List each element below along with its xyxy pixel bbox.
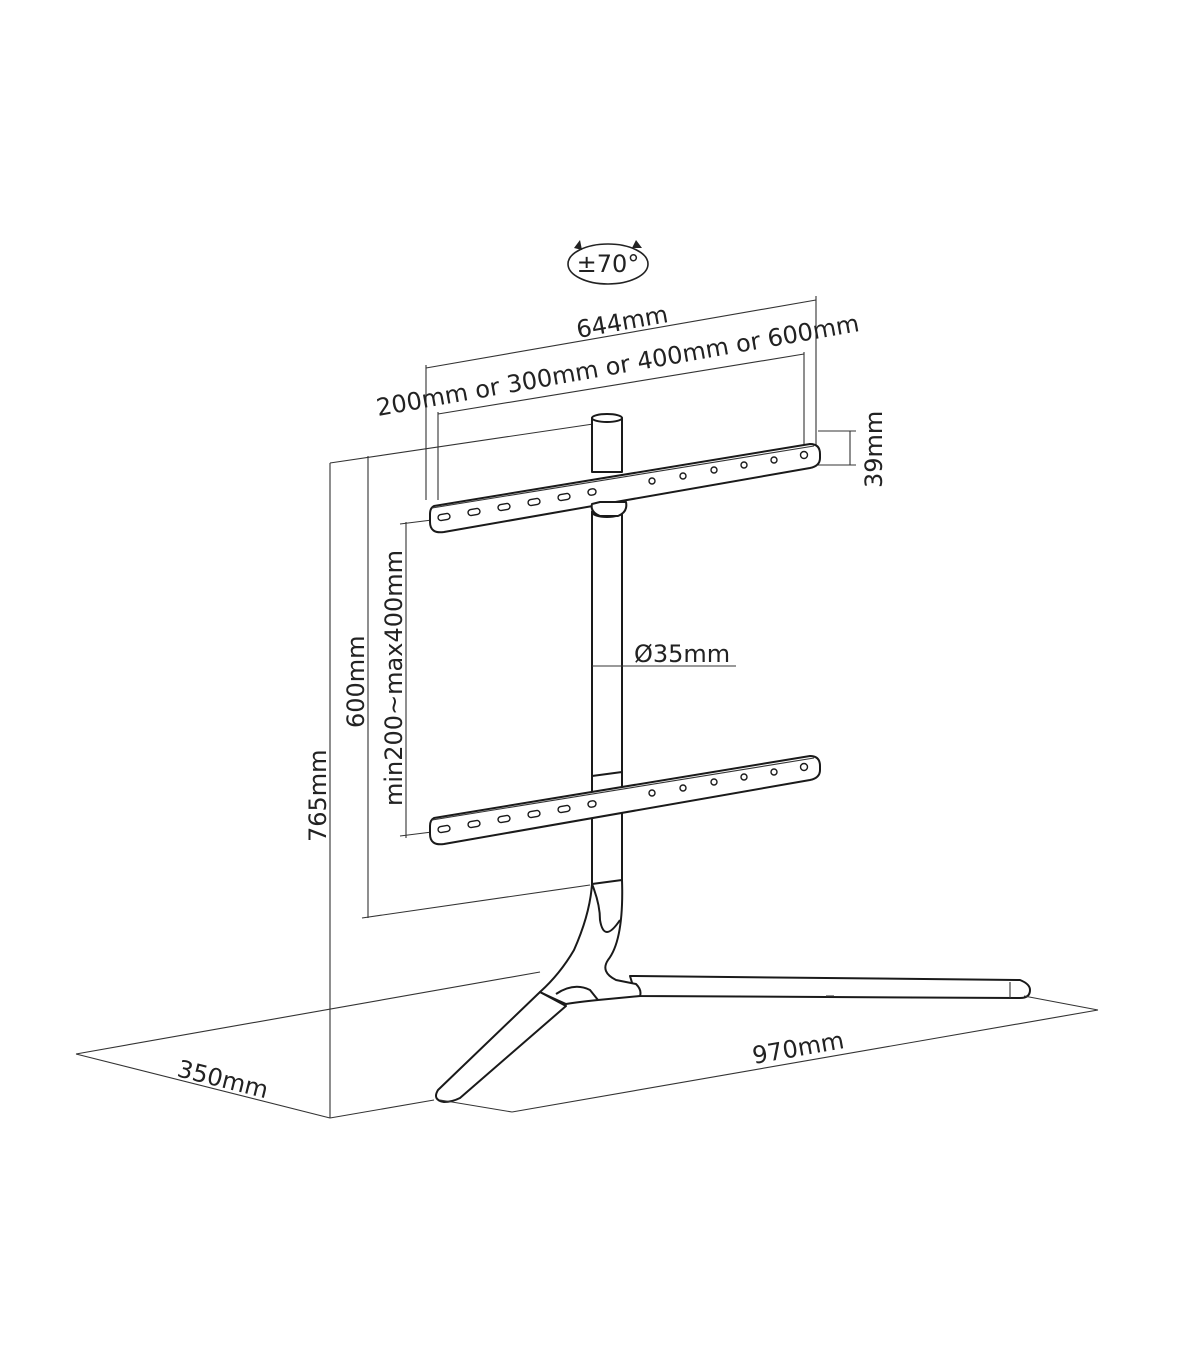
- base-depth-label: 350mm: [175, 1055, 272, 1105]
- base: [435, 879, 1031, 1103]
- width-label: 644mm: [574, 300, 670, 344]
- rotation-label: ±70°: [577, 250, 640, 278]
- upper-height-dimension: 600mm: [342, 456, 591, 919]
- base-width-label: 970mm: [750, 1026, 846, 1070]
- base-depth-dimension: 350mm: [75, 971, 541, 1119]
- rotation-ellipse: [567, 243, 649, 285]
- base-hub: [539, 879, 642, 1005]
- rotation-arrow-left-icon: [574, 240, 582, 250]
- bracket-height-dimension: 39mm: [818, 411, 888, 488]
- bracket-spacing-label: min200~max400mm: [380, 550, 408, 806]
- bracket-height-label: 39mm: [860, 411, 888, 488]
- upper-bracket: [429, 443, 821, 534]
- pole-body: [591, 511, 623, 893]
- bracket-spacing-dimension: min200~max400mm: [380, 519, 433, 838]
- lower-bracket-slots: [437, 762, 809, 834]
- upper-height-label: 600mm: [342, 635, 370, 728]
- pole-diameter-label: Ø35mm: [634, 640, 730, 668]
- rotation-indicator: ±70°: [567, 240, 649, 285]
- pole-top: [591, 417, 623, 473]
- upper-bracket-slots: [437, 450, 809, 522]
- lower-bracket: [429, 755, 821, 846]
- rotation-arrow-right-icon: [632, 240, 642, 248]
- total-height-dimension: 765mm: [304, 422, 601, 1118]
- base-right-leg: [629, 975, 1031, 999]
- base-front-leg: [435, 991, 567, 1103]
- base-width-dimension: 970mm: [439, 995, 1099, 1113]
- total-height-label: 765mm: [304, 749, 332, 842]
